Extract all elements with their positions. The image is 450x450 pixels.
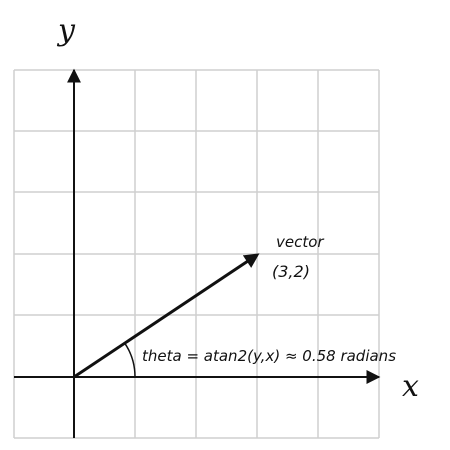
y-axis-label: y xyxy=(56,13,76,48)
x-axis-label: x xyxy=(402,369,419,404)
vector-coordinates: (3,2) xyxy=(272,262,310,281)
vector-arrow xyxy=(73,253,260,379)
angle-formula-label: theta = atan2(y,x) ≈ 0.58 radians xyxy=(142,347,396,365)
angle-arc xyxy=(124,342,136,378)
grid xyxy=(13,69,380,439)
vector-label: vector xyxy=(276,233,324,251)
